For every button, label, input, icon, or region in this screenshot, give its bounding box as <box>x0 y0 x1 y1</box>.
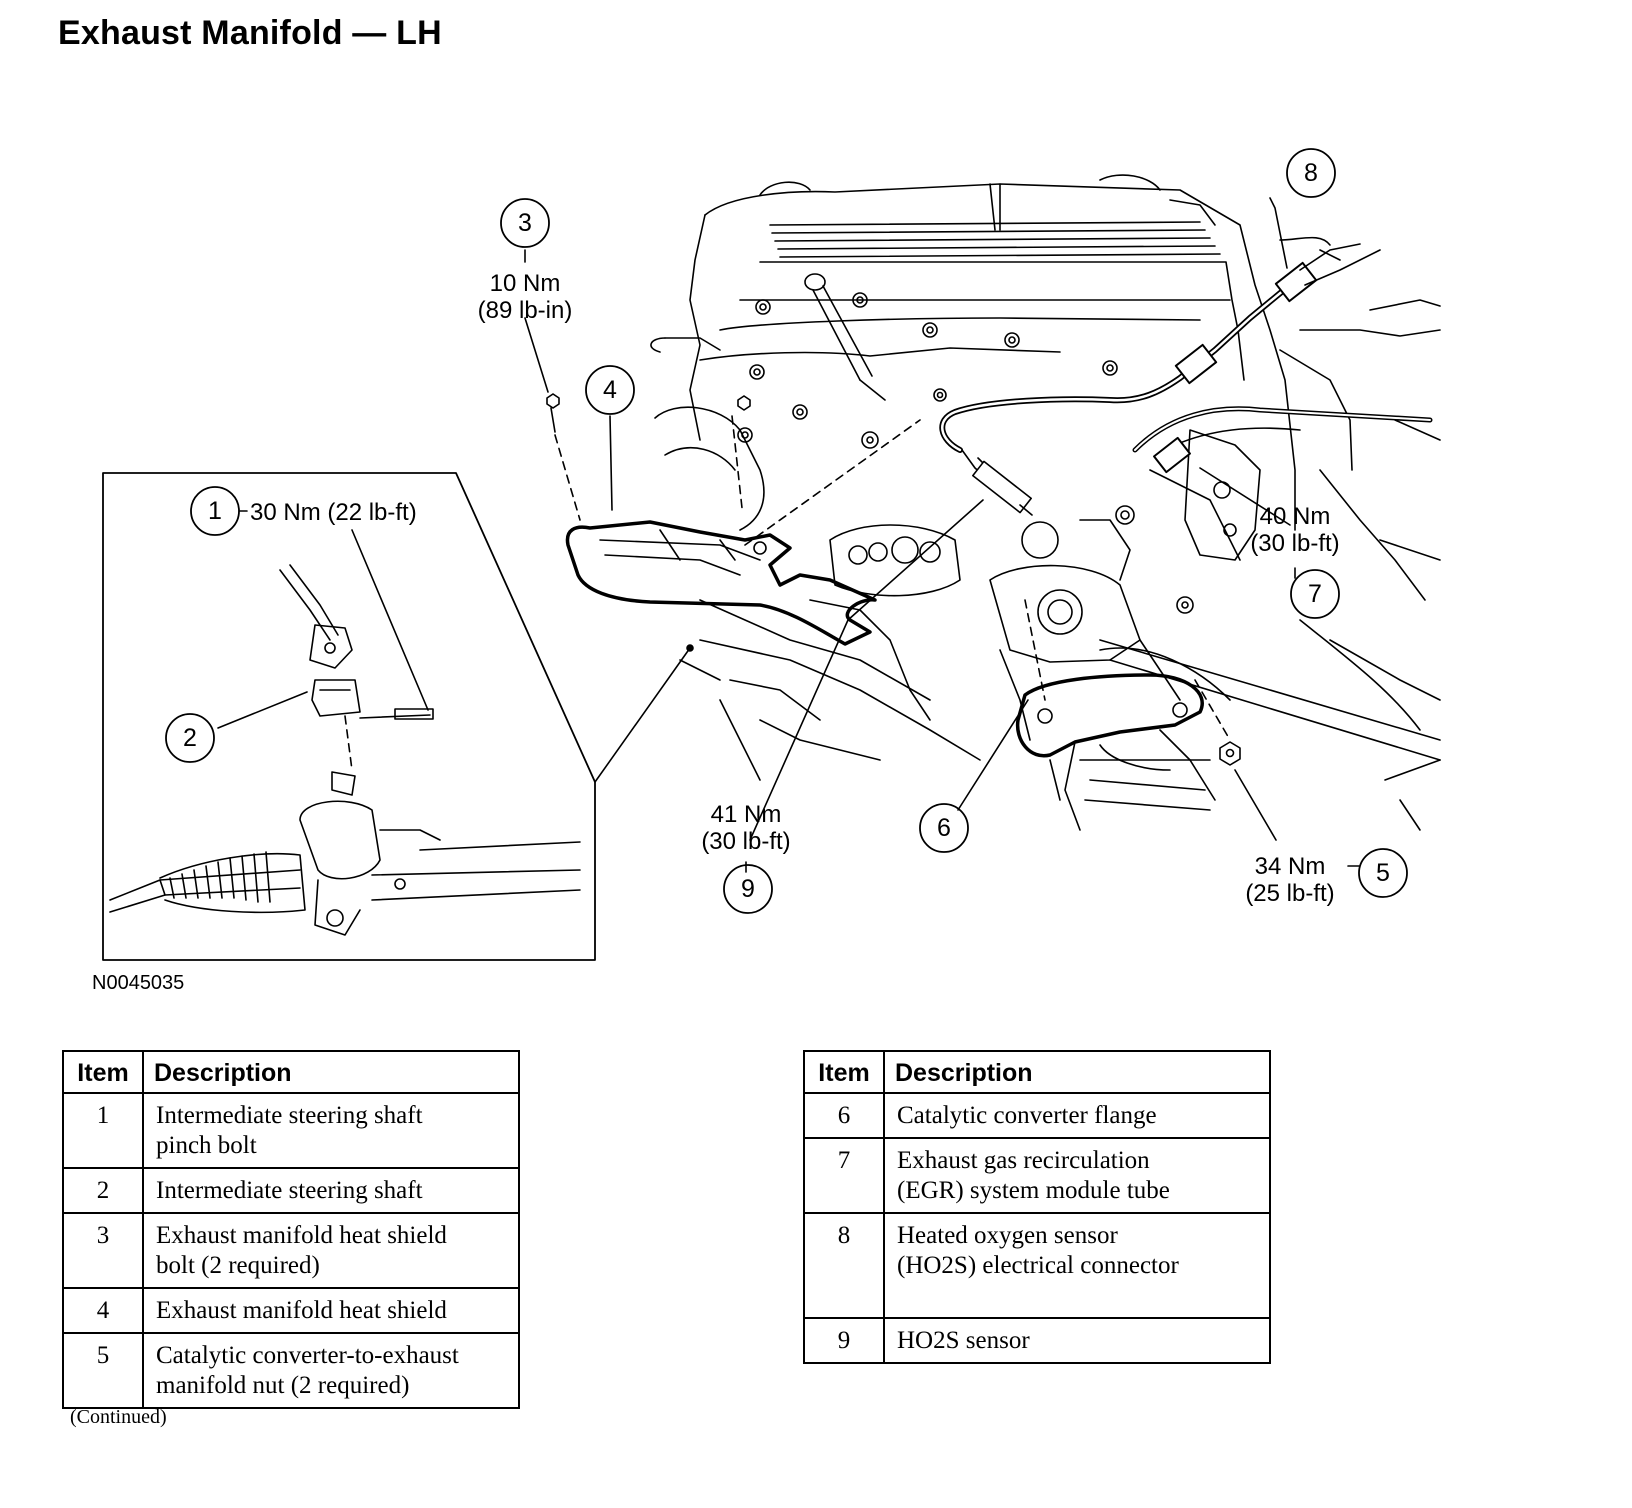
legend-table-right: Item Description 6 Catalytic converter f… <box>803 1050 1271 1364</box>
torque-spec-7: 40 Nm <box>1260 503 1331 530</box>
torque-spec-9-alt: (30 lb-ft) <box>701 828 790 855</box>
ho2s-harness <box>939 243 1381 474</box>
table-row: 8 Heated oxygen sensor(HO2S) electrical … <box>803 1213 1271 1319</box>
torque-spec-3-alt: (89 lb-in) <box>478 297 573 324</box>
callout-8: 8 <box>1304 159 1318 187</box>
alignment-line <box>744 419 921 546</box>
item-description: Exhaust gas recirculation(EGR) system mo… <box>883 1138 1271 1214</box>
alignment-line <box>1194 679 1231 741</box>
item-description: Heated oxygen sensor(HO2S) electrical co… <box>883 1213 1271 1319</box>
engine-illustration <box>650 174 1441 831</box>
torque-spec-9: 41 Nm <box>711 801 782 828</box>
upper-pipe <box>654 406 765 531</box>
item-description: Intermediate steering shaft <box>142 1168 520 1214</box>
torque-spec-7-alt: (30 lb-ft) <box>1250 530 1339 557</box>
table-row: 4 Exhaust manifold heat shield <box>62 1288 520 1334</box>
table-row: 7 Exhaust gas recirculation(EGR) system … <box>803 1138 1271 1214</box>
header-description: Description <box>883 1050 1271 1094</box>
item-number: 5 <box>62 1333 144 1409</box>
legend-table-left: Item Description 1 Intermediate steering… <box>62 1050 520 1409</box>
callout-9: 9 <box>741 875 755 903</box>
item-number: 7 <box>803 1138 885 1214</box>
steering-inset <box>102 472 596 961</box>
table-row: 2 Intermediate steering shaft <box>62 1168 520 1214</box>
header-description: Description <box>142 1050 520 1094</box>
converter-nut <box>1219 741 1241 766</box>
item-description: Catalytic converter flange <box>883 1093 1271 1139</box>
leader-lines <box>217 197 1360 873</box>
callout-1: 1 <box>208 497 222 525</box>
ho2s-sensor <box>961 449 1033 516</box>
callout-4: 4 <box>603 376 617 404</box>
callout-5: 5 <box>1376 859 1390 887</box>
torque-spec-3: 10 Nm <box>490 270 561 297</box>
item-number: 1 <box>62 1093 144 1169</box>
upper-pipe-inner <box>664 447 736 471</box>
table-row: 6 Catalytic converter flange <box>803 1093 1271 1139</box>
alignment-line <box>1024 599 1046 701</box>
item-number: 3 <box>62 1213 144 1289</box>
page-title: Exhaust Manifold — LH <box>58 14 442 52</box>
item-number: 2 <box>62 1168 144 1214</box>
torque-spec-1: 30 Nm (22 lb-ft) <box>250 499 417 526</box>
callout-circles <box>165 148 1408 914</box>
item-number: 6 <box>803 1093 885 1139</box>
callout-6: 6 <box>937 814 951 842</box>
header-item: Item <box>62 1050 144 1094</box>
heat-shield <box>565 520 877 646</box>
callout-2: 2 <box>183 724 197 752</box>
converter-flange <box>1015 673 1216 831</box>
callout-3: 3 <box>518 209 532 237</box>
table-row: 9 HO2S sensor <box>803 1318 1271 1364</box>
legend-header: Item Description <box>803 1050 1271 1094</box>
item-number: 8 <box>803 1213 885 1319</box>
item-description: HO2S sensor <box>883 1318 1271 1364</box>
heat-shield-bolt <box>546 393 751 521</box>
legend-header: Item Description <box>62 1050 520 1094</box>
torque-spec-5: 34 Nm <box>1255 853 1326 880</box>
item-number: 9 <box>803 1318 885 1364</box>
continued-note: (Continued) <box>70 1406 167 1428</box>
callout-7: 7 <box>1308 580 1322 608</box>
header-item: Item <box>803 1050 885 1094</box>
item-description: Exhaust manifold heat shield <box>142 1288 520 1334</box>
item-number: 4 <box>62 1288 144 1334</box>
torque-spec-5-alt: (25 lb-ft) <box>1245 880 1334 907</box>
figure-id: N0045035 <box>92 972 185 994</box>
